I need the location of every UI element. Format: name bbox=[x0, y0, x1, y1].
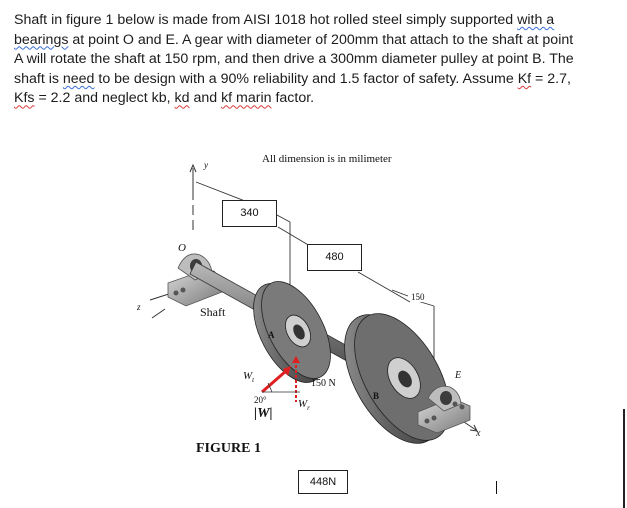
label-dim-150: 150 bbox=[410, 292, 426, 302]
problem-line-4c: = 2.7, bbox=[531, 70, 571, 87]
label-a: A bbox=[268, 330, 275, 340]
dimension-box-480: 480 bbox=[307, 244, 362, 271]
axis-label-x: x bbox=[476, 428, 481, 439]
dimension-box-340: 340 bbox=[222, 200, 277, 227]
figure-note: All dimension is in milimeter bbox=[262, 153, 392, 165]
force-arrows bbox=[261, 356, 300, 402]
problem-line-3: A will rotate the shaft at 150 rpm, and … bbox=[14, 51, 574, 68]
label-wr: Wr bbox=[298, 398, 310, 413]
label-abs-w: |W| bbox=[254, 406, 273, 421]
bearing-e bbox=[417, 385, 471, 434]
problem-line-5c: factor. bbox=[271, 90, 315, 107]
gear-a bbox=[253, 281, 331, 383]
label-o: O bbox=[178, 242, 186, 254]
problem-squiggle-bearings: bearings bbox=[14, 31, 69, 48]
problem-squiggle-kf: Kf bbox=[517, 70, 532, 87]
text-cursor bbox=[496, 481, 497, 494]
label-e: E bbox=[455, 370, 462, 381]
label-shaft: Shaft bbox=[200, 305, 226, 319]
axis-label-y: y bbox=[204, 160, 208, 170]
label-b: B bbox=[373, 391, 380, 401]
label-wt: Wt bbox=[243, 370, 255, 385]
problem-squiggle-kd: kd bbox=[174, 90, 190, 107]
problem-line-4b: to be design with a 90% reliability and … bbox=[94, 70, 518, 87]
problem-statement: Shaft in figure 1 below is made from AIS… bbox=[14, 11, 620, 109]
problem-line-5a: = 2.2 and neglect kb, bbox=[34, 90, 175, 107]
problem-line-5b: and bbox=[189, 90, 222, 107]
figure-caption: FIGURE 1 bbox=[196, 441, 261, 456]
dimension-box-448n: 448N bbox=[298, 470, 348, 494]
y-axis bbox=[189, 163, 197, 230]
pulley-b bbox=[344, 313, 450, 444]
problem-line-2: at point O and E. A gear with diameter o… bbox=[68, 31, 574, 48]
page-edge-bar bbox=[623, 409, 625, 508]
problem-squiggle-need: need bbox=[62, 70, 95, 87]
label-angle: 20° bbox=[254, 395, 267, 405]
problem-squiggle-kfs: Kfs bbox=[14, 90, 35, 107]
label-force-150n: 150 N bbox=[311, 378, 336, 389]
problem-squiggle-kf-marin: kf marin bbox=[221, 90, 272, 107]
axis-label-z: z bbox=[137, 302, 141, 312]
problem-squiggle-with-a: with a bbox=[517, 12, 555, 28]
problem-line-1: Shaft in figure 1 below is made from AIS… bbox=[14, 12, 518, 28]
problem-line-4a: shaft is bbox=[14, 70, 63, 87]
